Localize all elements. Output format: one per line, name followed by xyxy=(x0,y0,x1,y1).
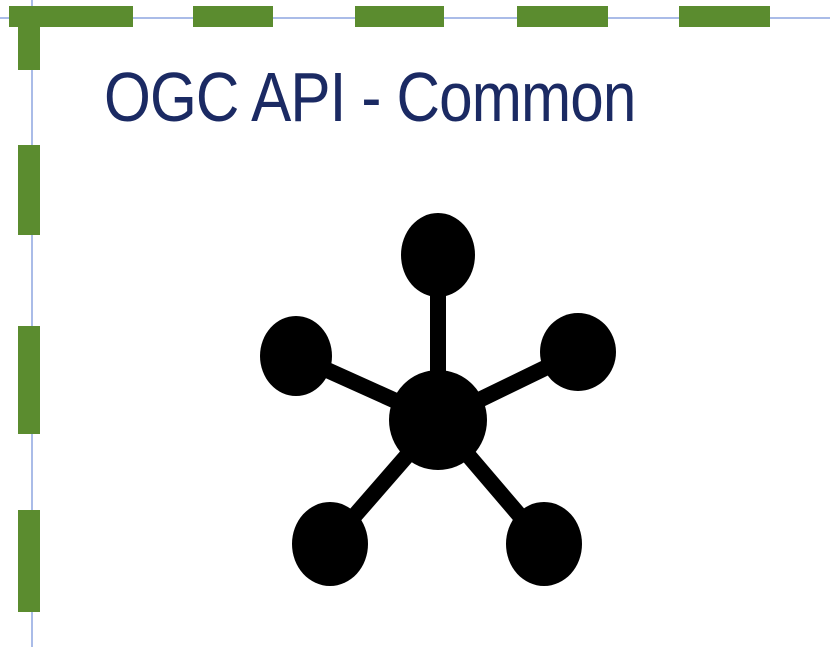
left-dash xyxy=(18,326,40,434)
left-dashed-border xyxy=(18,6,40,612)
icon-leaf-node xyxy=(540,313,616,391)
top-dash xyxy=(355,6,444,27)
icon-hub-node xyxy=(389,370,487,470)
icon-leaf-node xyxy=(401,213,475,297)
icon-leaf-node xyxy=(506,502,582,586)
diagram-title: OGC API - Common xyxy=(104,58,636,136)
top-dash xyxy=(193,6,273,27)
top-dash xyxy=(679,6,770,27)
left-dash xyxy=(18,145,40,235)
left-dash xyxy=(18,510,40,612)
left-dash xyxy=(18,6,40,70)
icon-leaf-node xyxy=(292,502,368,586)
top-dash xyxy=(517,6,608,27)
icon-leaf-node xyxy=(260,316,332,396)
